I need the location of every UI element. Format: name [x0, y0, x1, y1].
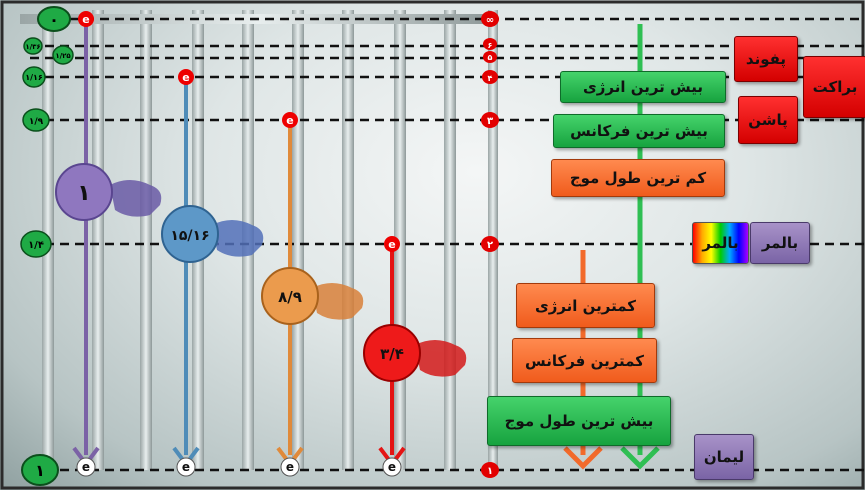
right-level-badges: ∞ ۶ ۵ ۴ ۳ ۲ ۱: [481, 11, 499, 478]
svg-text:۲: ۲: [487, 240, 493, 251]
level-label-inf: ۰: [49, 10, 59, 29]
svg-text:∞: ∞: [486, 15, 494, 26]
transition-ball-1: ۱: [55, 163, 162, 221]
pfund-series-label: پفوند: [734, 36, 798, 82]
fraction-label: ۸/۹: [278, 288, 302, 306]
balmer-series-label: بالمر: [750, 222, 810, 264]
svg-text:۱/۱۶: ۱/۱۶: [25, 73, 43, 82]
svg-text:e: e: [82, 460, 90, 474]
paschen-series-label: پاشن: [738, 96, 798, 144]
svg-text:e: e: [286, 460, 294, 474]
svg-text:۴: ۴: [488, 74, 493, 83]
svg-text:۳: ۳: [487, 116, 493, 127]
svg-text:۱/۹: ۱/۹: [29, 117, 44, 127]
svg-text:۵: ۵: [488, 53, 493, 62]
svg-text:e: e: [388, 238, 395, 251]
svg-text:e: e: [182, 460, 190, 474]
svg-text:e: e: [388, 460, 396, 474]
min-energy-label: کمترین انرژی: [516, 283, 655, 328]
svg-text:e: e: [286, 114, 293, 127]
transition-ball-2: ۱۵/۱۶: [161, 205, 264, 263]
svg-text:۱: ۱: [487, 466, 493, 477]
max-energy-label: بیش ترین انرژی: [560, 71, 726, 103]
max-wavelength-label: بیش ترین طول موج: [487, 396, 671, 446]
start-electrons: e e e e: [78, 11, 400, 252]
transition-ball-3: ۸/۹: [261, 267, 364, 325]
svg-text:۶: ۶: [488, 41, 493, 50]
svg-text:e: e: [182, 71, 189, 84]
min-wavelength-label: کم ترین طول موج: [551, 159, 725, 197]
end-electrons: e e e e: [76, 457, 402, 477]
bull-icon: [415, 340, 467, 377]
bull-icon: [312, 283, 364, 320]
transition-ball-4: ۳/۴: [363, 324, 467, 382]
svg-text:۱: ۱: [35, 461, 45, 480]
lyman-series-label: لیمان: [694, 434, 754, 480]
left-level-badges: ۰ ۱/۳۶ ۱/۲۵ ۱/۱۶ ۱/۹ ۱/۴ ۱: [20, 6, 74, 486]
svg-text:۱/۳۶: ۱/۳۶: [25, 43, 40, 51]
bull-icon: [110, 180, 162, 217]
brackett-series-label: براکت: [803, 56, 865, 118]
svg-text:۱/۴: ۱/۴: [28, 240, 44, 251]
fraction-label: ۱۵/۱۶: [170, 228, 209, 244]
min-frequency-label: کمترین فرکانس: [512, 338, 657, 383]
svg-text:e: e: [82, 13, 89, 26]
balmer-visible-label: بالمر: [692, 222, 749, 264]
svg-text:۱/۲۵: ۱/۲۵: [55, 52, 71, 60]
fraction-label: ۳/۴: [380, 345, 404, 363]
bull-icon: [212, 220, 264, 257]
fraction-label: ۱: [77, 181, 90, 206]
pillars: [42, 10, 498, 470]
max-frequency-label: بیش ترین فرکانس: [553, 114, 725, 148]
